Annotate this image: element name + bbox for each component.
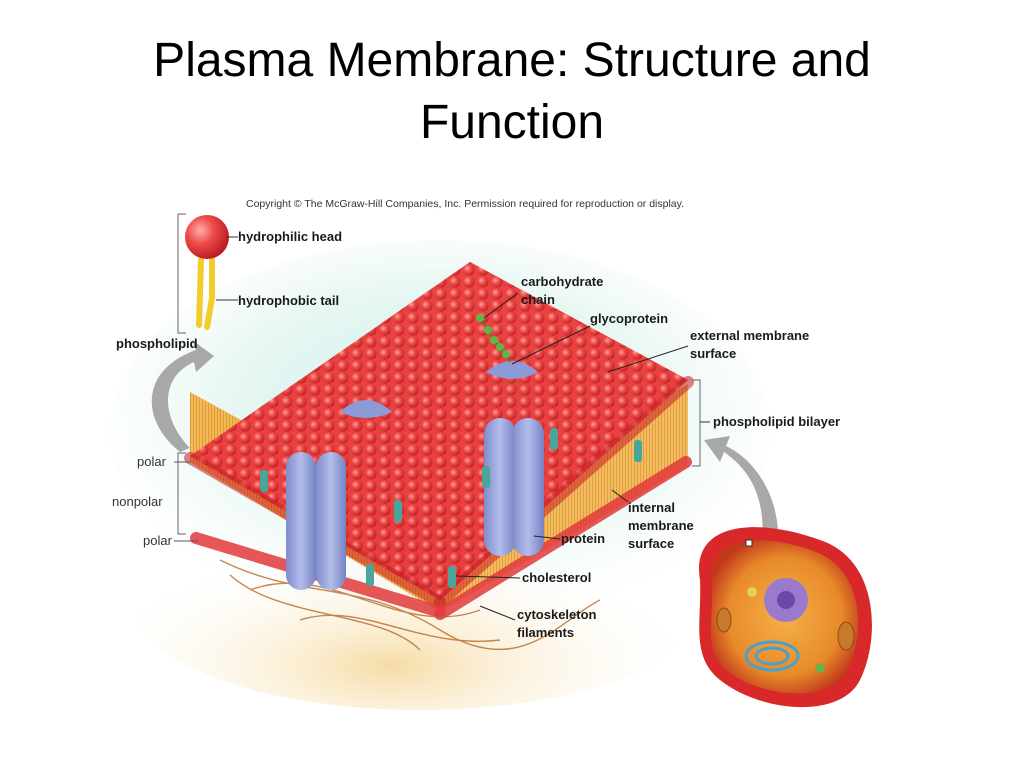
phospholipid-molecule bbox=[185, 215, 229, 330]
phospholipid-bracket bbox=[177, 213, 186, 334]
integral-protein-1 bbox=[286, 452, 346, 590]
label-external-surface-2: surface bbox=[690, 346, 737, 361]
label-hydrophobic-tail: hydrophobic tail bbox=[238, 293, 340, 308]
slide-title: Plasma Membrane: Structure and Function bbox=[0, 30, 1024, 154]
animal-cell bbox=[699, 527, 872, 708]
label-hydrophilic-head: hydrophilic head bbox=[238, 229, 343, 244]
label-glycoprotein: glycoprotein bbox=[590, 311, 669, 326]
leader-lines bbox=[455, 292, 689, 621]
glycoprotein-shape bbox=[486, 361, 538, 379]
label-protein: protein bbox=[561, 531, 606, 546]
label-nonpolar: nonpolar bbox=[112, 494, 163, 509]
carbohydrate-chain bbox=[476, 314, 511, 363]
label-carbohydrate-chain-1: carbohydrate bbox=[521, 274, 604, 289]
cholesterol-molecules bbox=[260, 428, 642, 588]
integral-protein-2 bbox=[484, 418, 544, 556]
cytoskeleton-filaments bbox=[219, 559, 601, 651]
label-carbohydrate-chain-2: chain bbox=[521, 292, 555, 307]
peripheral-protein-1 bbox=[340, 400, 392, 418]
label-polar-bottom: polar bbox=[143, 533, 172, 548]
title-line-2: Function bbox=[419, 96, 605, 149]
polarity-bracket bbox=[177, 452, 186, 535]
label-cytoskeleton-1: cytoskeleton bbox=[517, 607, 597, 622]
label-phospholipid-bilayer: phospholipid bilayer bbox=[713, 414, 841, 429]
copyright-notice: Copyright © The McGraw-Hill Companies, I… bbox=[246, 198, 685, 210]
label-polar-top: polar bbox=[137, 454, 166, 469]
hydrophilic-head-sphere bbox=[185, 215, 229, 259]
label-internal-surface-1: internal bbox=[628, 500, 675, 515]
label-phospholipid: phospholipid bbox=[116, 336, 198, 351]
label-cholesterol: cholesterol bbox=[522, 570, 592, 585]
bilayer-bracket bbox=[692, 379, 701, 467]
label-internal-surface-3: surface bbox=[628, 536, 675, 551]
label-internal-surface-2: membrane bbox=[628, 518, 694, 533]
phospholipid-arrow bbox=[151, 340, 214, 452]
label-cytoskeleton-2: filaments bbox=[517, 625, 575, 640]
label-external-surface-1: external membrane bbox=[690, 328, 810, 343]
title-line-1: Plasma Membrane: Structure and bbox=[153, 34, 871, 87]
